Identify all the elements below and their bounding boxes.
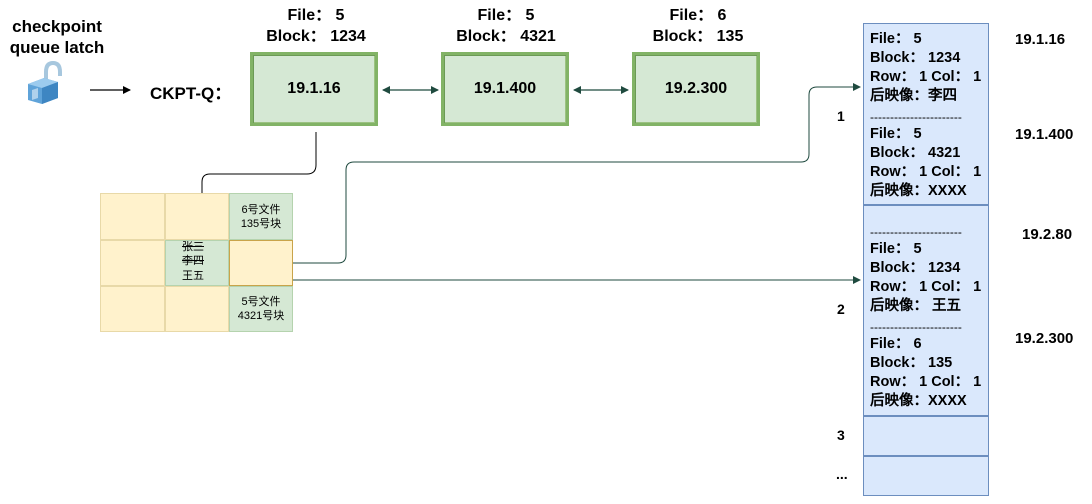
redo-entry-4-file: File： 6: [870, 336, 922, 352]
redo-entry-2-file: File： 5: [870, 126, 922, 142]
latch-label-line1: checkpoint: [12, 17, 102, 36]
redo-entry-1-file: File： 5: [870, 31, 922, 47]
redo-segment-number-2: 2: [837, 301, 845, 317]
redo-entry-1-rowcol: Row： 1 Col： 1: [870, 69, 982, 85]
block-6-block-label: 135号块: [240, 217, 282, 230]
redo-entry-2-after: 后映像：XXXX: [870, 183, 967, 199]
row-wangwu: 王五: [182, 270, 204, 282]
node-2-block: Block： 4321: [456, 28, 556, 45]
node-2-header: File： 5 Block： 4321: [426, 5, 586, 47]
ckpt-node-3-lsn: 19.2.300: [664, 80, 728, 97]
redo-segment-number-3: 3: [837, 427, 845, 443]
buffer-block-6-135[interactable]: 6号文件 135号块: [229, 193, 293, 240]
redo-entry-4: File： 6 Block： 135 Row： 1 Col： 1 后映像：XXX…: [870, 335, 981, 411]
block-6-file-label: 6号文件: [241, 203, 281, 216]
padlock-icon: [26, 60, 62, 104]
node-2-file: File： 5: [477, 7, 535, 24]
redo-entry-4-after: 后映像：XXXX: [870, 393, 967, 409]
buffer-cell: [165, 286, 229, 332]
redo-entry-4-rowcol: Row： 1 Col： 1: [870, 374, 982, 390]
node-to-buffer-arrow: [198, 132, 317, 247]
block-5-file-label: 5号文件: [241, 296, 281, 308]
ckpt-q-label: CKPT-Q：: [150, 84, 232, 103]
node-1-file: File： 5: [287, 7, 345, 24]
redo-entry-1-after: 后映像：李四: [870, 88, 957, 104]
block-5-block-label: 4321号块: [237, 310, 285, 322]
row-lisi: 李四: [182, 255, 204, 267]
latch-label: checkpoint queue latch: [2, 16, 112, 58]
redo-separator: -----------------------: [870, 110, 962, 124]
lsn-label-2: 19.1.400: [1015, 126, 1074, 143]
row-lisi-to-redo-arrow: [172, 83, 861, 264]
ckpt-node-3[interactable]: 19.2.300: [632, 52, 760, 126]
ckpt-node-1-lsn: 19.1.16: [287, 80, 341, 97]
redo-entry-2-block: Block： 4321: [870, 145, 961, 161]
redo-separator: -----------------------: [870, 320, 962, 334]
buffer-block-5-4321[interactable]: 5号文件 4321号块: [229, 286, 293, 332]
redo-segment-number-1: 1: [837, 108, 845, 124]
buffer-cell: [229, 240, 293, 286]
redo-segment-4[interactable]: [863, 456, 989, 496]
node-1-block: Block： 1234: [266, 28, 366, 45]
node-1-header: File： 5 Block： 1234: [236, 5, 396, 47]
lsn-label-1: 19.1.16: [1015, 31, 1066, 48]
redo-entry-3-rowcol: Row： 1 Col： 1: [870, 279, 982, 295]
ckpt-node-2-lsn: 19.1.400: [473, 80, 537, 97]
buffer-block-5-1234[interactable]: [165, 240, 229, 286]
redo-entry-3-block: Block： 1234: [870, 260, 961, 276]
redo-separator: -----------------------: [870, 225, 962, 239]
buffer-cell: [165, 193, 229, 240]
node-3-file: File： 6: [669, 7, 727, 24]
row-zhangsan: 张三: [182, 241, 204, 253]
lsn-label-4: 19.2.300: [1015, 330, 1074, 347]
redo-segment-ellipsis: ...: [836, 466, 848, 482]
latch-label-line2: queue latch: [9, 38, 105, 57]
redo-entry-3-file: File： 5: [870, 241, 922, 257]
node-3-block: Block： 135: [652, 28, 744, 45]
ckpt-node-2[interactable]: 19.1.400: [441, 52, 569, 126]
lsn-label-3: 19.2.80: [1022, 226, 1073, 243]
redo-entry-2: File： 5 Block： 4321 Row： 1 Col： 1 后映像：XX…: [870, 125, 981, 201]
redo-segment-3[interactable]: [863, 416, 989, 456]
ckpt-node-1[interactable]: 19.1.16: [250, 52, 378, 126]
buffer-cell: [100, 193, 165, 240]
redo-entry-1-block: Block： 1234: [870, 50, 961, 66]
redo-entry-2-rowcol: Row： 1 Col： 1: [870, 164, 982, 180]
redo-entry-1: File： 5 Block： 1234 Row： 1 Col： 1 后映像：李四: [870, 30, 981, 106]
redo-entry-3: File： 5 Block： 1234 Row： 1 Col： 1 后映像： 王…: [870, 240, 981, 316]
redo-entry-4-block: Block： 135: [870, 355, 953, 371]
redo-segment-2[interactable]: [863, 205, 989, 416]
buffer-cell: [100, 286, 165, 332]
buffer-cell: [100, 240, 165, 286]
redo-entry-3-after: 后映像： 王五: [870, 298, 962, 314]
node-3-header: File： 6 Block： 135: [618, 5, 778, 47]
redo-segment-1[interactable]: [863, 23, 989, 205]
